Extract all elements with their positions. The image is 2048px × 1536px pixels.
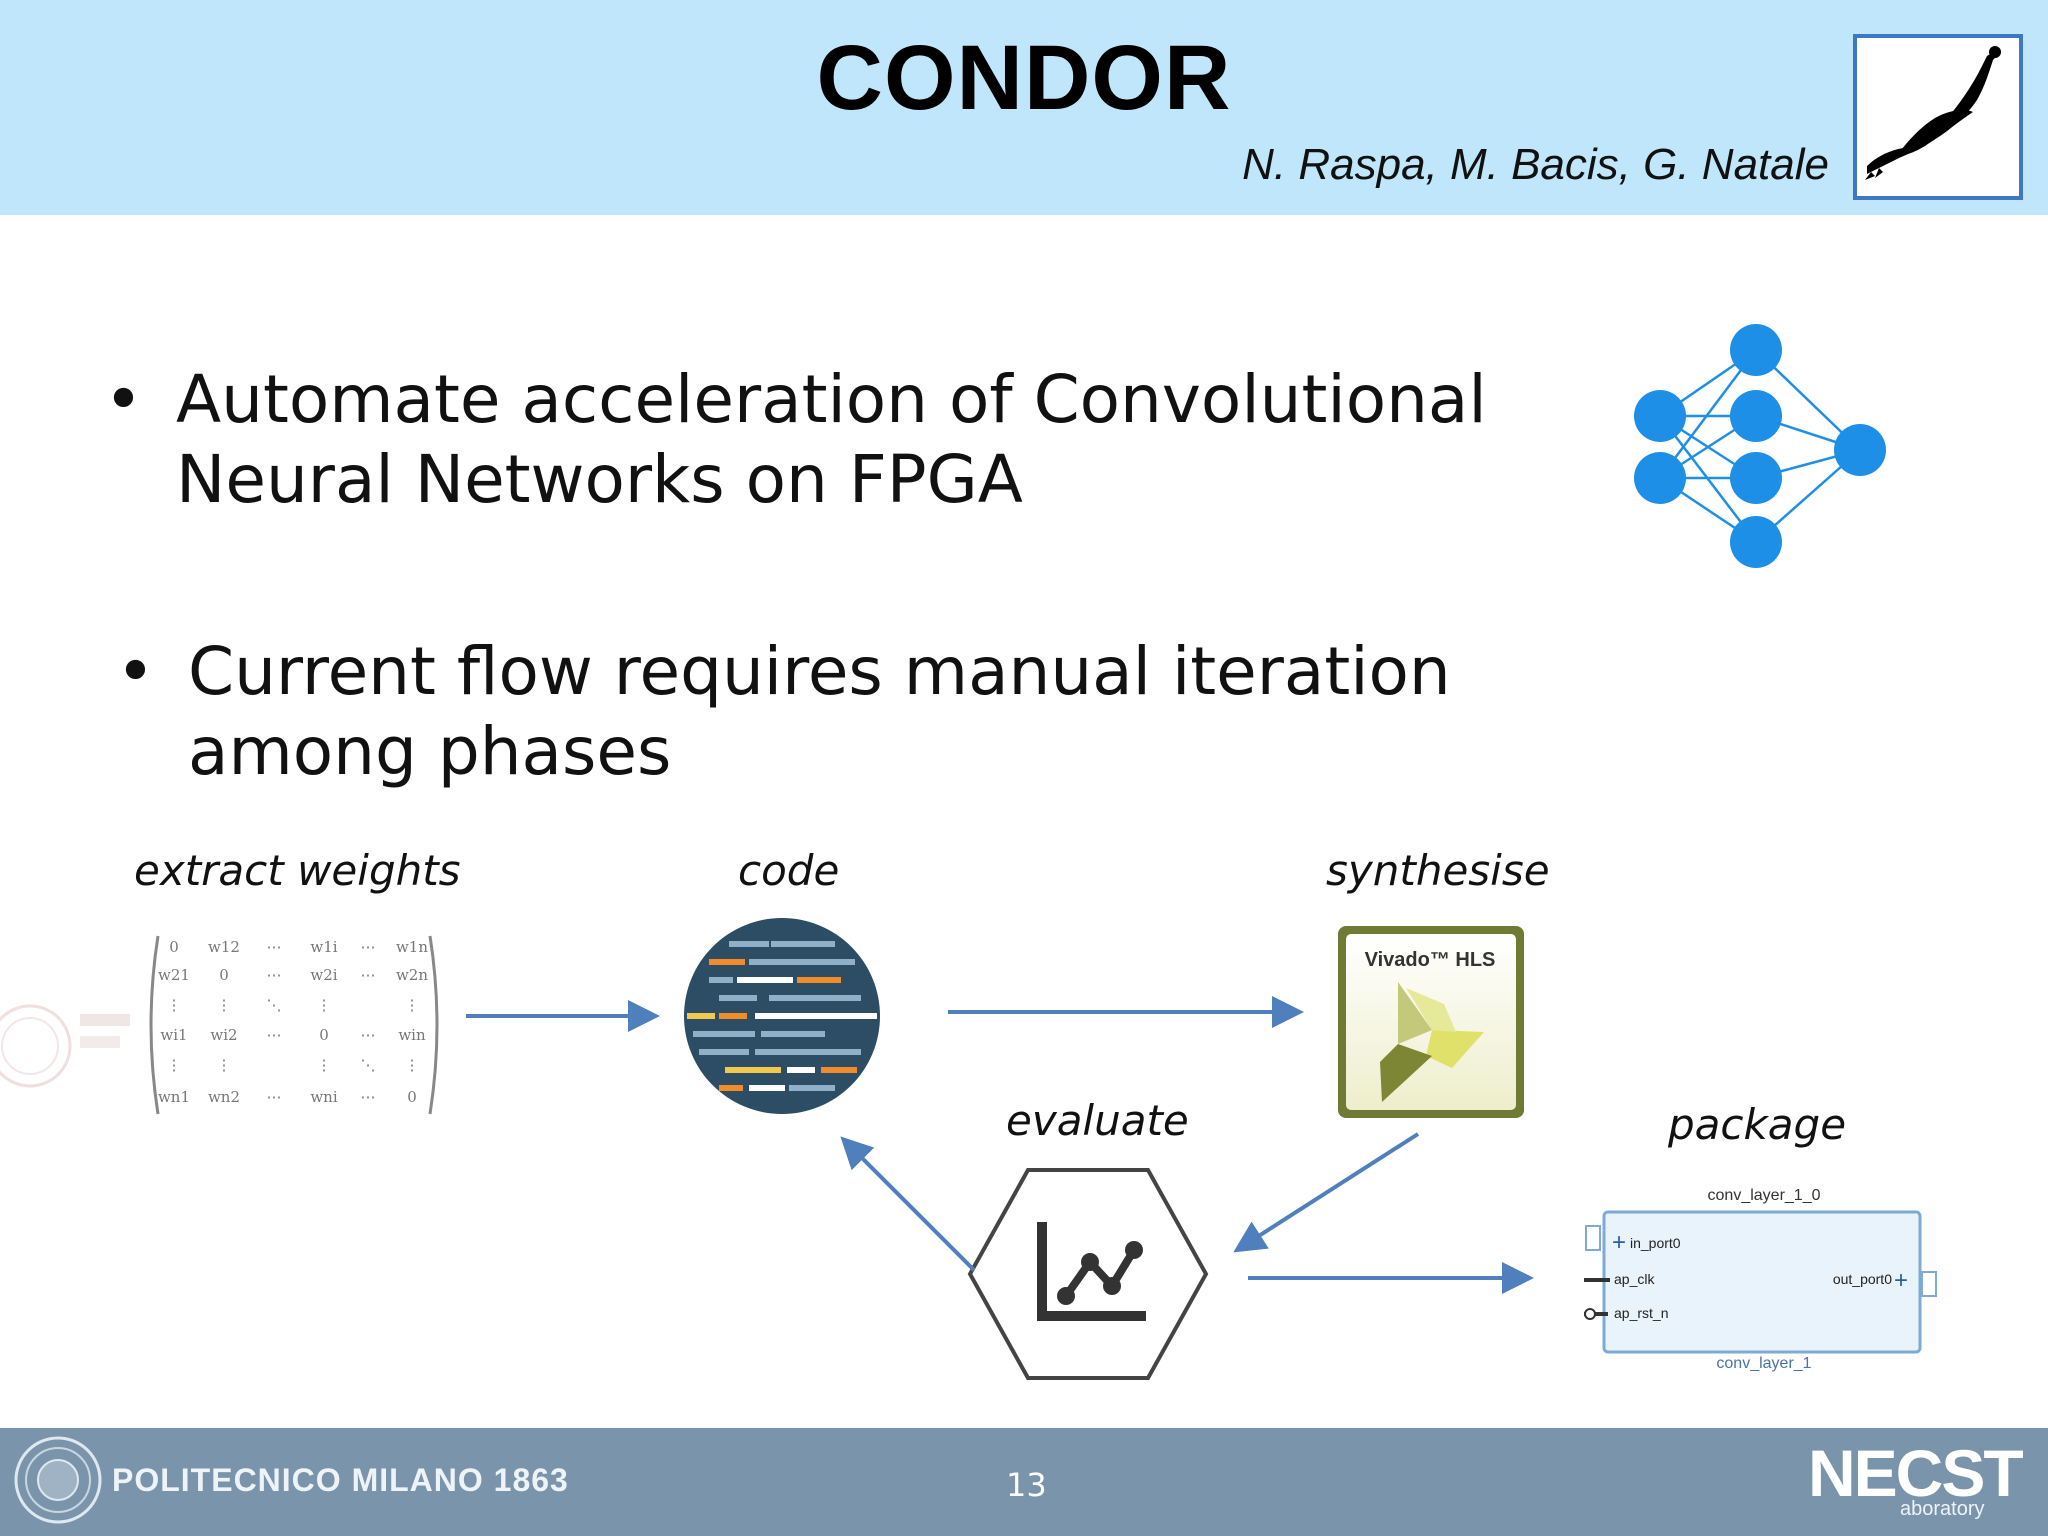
- matrix-cell: ⋯: [267, 1088, 282, 1106]
- ip-port-right: out_port0: [1833, 1271, 1892, 1287]
- label-synthesise: synthesise: [1326, 846, 1550, 895]
- matrix-cell: w1n: [396, 938, 428, 956]
- matrix-cell: ⋱: [267, 996, 282, 1014]
- necst-logo-subtext: aboratory: [1900, 1498, 1985, 1520]
- matrix-cell: w2i: [310, 966, 337, 984]
- matrix-cell: ⋯: [361, 1088, 376, 1106]
- bullet-text-line: among phases: [188, 713, 672, 790]
- faded-logo-watermark: [0, 1004, 130, 1088]
- matrix-cell: ⋮: [405, 1056, 420, 1074]
- matrix-cell: w21: [158, 966, 190, 984]
- bullet-automate: • Automate acceleration of Convolutional…: [104, 360, 1487, 520]
- vivado-hls-icon: Vivado™ HLS: [1338, 926, 1524, 1118]
- matrix-cell: ⋯: [361, 1026, 376, 1044]
- necst-lab-logo: NECST aboratory: [1808, 1438, 2024, 1520]
- bullet-text-line: Neural Networks on FPGA: [176, 441, 1023, 518]
- matrix-cell: w12: [208, 938, 240, 956]
- matrix-cell: ⋯: [267, 966, 282, 984]
- code-globe-icon: [684, 918, 880, 1114]
- page-number: 13: [1006, 1466, 1047, 1504]
- weight-matrix: 0 w12 ⋯ w1i ⋯ w1n w21 0 ⋯ w2i ⋯ w2n ⋮ ⋮ …: [149, 935, 439, 1115]
- matrix-cell: 0: [169, 938, 179, 956]
- ip-port-left: ap_clk: [1614, 1271, 1655, 1287]
- ip-block-icon: conv_layer_1_0 + in_port0 ap_clk ap_rst_…: [1584, 1187, 1937, 1372]
- politecnico-seal-icon: [14, 1436, 102, 1524]
- matrix-cell: w2n: [396, 966, 428, 984]
- matrix-cell: ⋮: [317, 1056, 332, 1074]
- matrix-cell: ⋮: [167, 996, 182, 1014]
- matrix-cell: ⋱: [361, 1056, 376, 1074]
- slide-authors: N. Raspa, M. Bacis, G. Natale: [1242, 140, 1829, 189]
- ip-top-label: conv_layer_1_0: [1708, 1187, 1821, 1204]
- matrix-cell: wn2: [208, 1088, 240, 1106]
- necst-logo-text: NECST: [1808, 1436, 2024, 1510]
- matrix-cell: ⋮: [217, 996, 232, 1014]
- matrix-cell: ⋮: [405, 996, 420, 1014]
- matrix-cell: ⋯: [267, 938, 282, 956]
- matrix-cell: ⋯: [267, 1026, 282, 1044]
- slide-header: [0, 0, 2048, 215]
- matrix-cell: 0: [219, 966, 229, 984]
- matrix-cell: 0: [407, 1088, 417, 1106]
- matrix-cell: ⋮: [167, 1056, 182, 1074]
- label-package: package: [1668, 1100, 1847, 1149]
- svg-text:+: +: [1894, 1267, 1908, 1294]
- matrix-cell: wni: [310, 1088, 338, 1106]
- matrix-cell: ⋮: [217, 1056, 232, 1074]
- bullet-dot: •: [104, 361, 143, 438]
- vivado-label: Vivado™ HLS: [1365, 949, 1496, 971]
- slide-footer: [0, 1428, 2048, 1536]
- label-evaluate: evaluate: [1006, 1096, 1189, 1145]
- matrix-cell: ⋮: [317, 996, 332, 1014]
- bullet-dot: •: [116, 633, 155, 710]
- label-extract-weights: extract weights: [134, 846, 461, 895]
- matrix-cell: wn1: [158, 1088, 190, 1106]
- condor-bird-icon: [1865, 46, 2001, 180]
- ip-port-left: ap_rst_n: [1614, 1305, 1668, 1321]
- matrix-cell: ⋯: [361, 966, 376, 984]
- matrix-cell: w1i: [310, 938, 337, 956]
- institution-name: POLITECNICO MILANO 1863: [112, 1462, 569, 1498]
- ip-bottom-label: conv_layer_1: [1716, 1355, 1811, 1372]
- ip-port-left: in_port0: [1630, 1235, 1681, 1251]
- matrix-cell: wi1: [160, 1026, 187, 1044]
- matrix-cell: ⋯: [361, 938, 376, 956]
- bullet-current-flow: • Current flow requires manual iteration…: [116, 632, 1451, 792]
- arrow-evaluate-to-code: [840, 1136, 976, 1272]
- condor-logo: [1853, 34, 2023, 200]
- matrix-cell: win: [398, 1026, 426, 1044]
- matrix-cell: wi2: [210, 1026, 237, 1044]
- chart-hexagon-icon: [967, 1168, 1209, 1380]
- svg-text:+: +: [1612, 1229, 1626, 1256]
- label-code: code: [738, 846, 840, 895]
- slide-title: CONDOR: [816, 27, 1232, 129]
- bullet-text-line: Current flow requires manual iteration: [188, 633, 1451, 710]
- flow-arrows: [466, 996, 1534, 1294]
- bullet-text-line: Automate acceleration of Convolutional: [176, 361, 1487, 438]
- matrix-cell: 0: [319, 1026, 329, 1044]
- arrow-synthesise-to-evaluate: [1233, 1132, 1420, 1253]
- neural-network-icon: [1634, 324, 1886, 568]
